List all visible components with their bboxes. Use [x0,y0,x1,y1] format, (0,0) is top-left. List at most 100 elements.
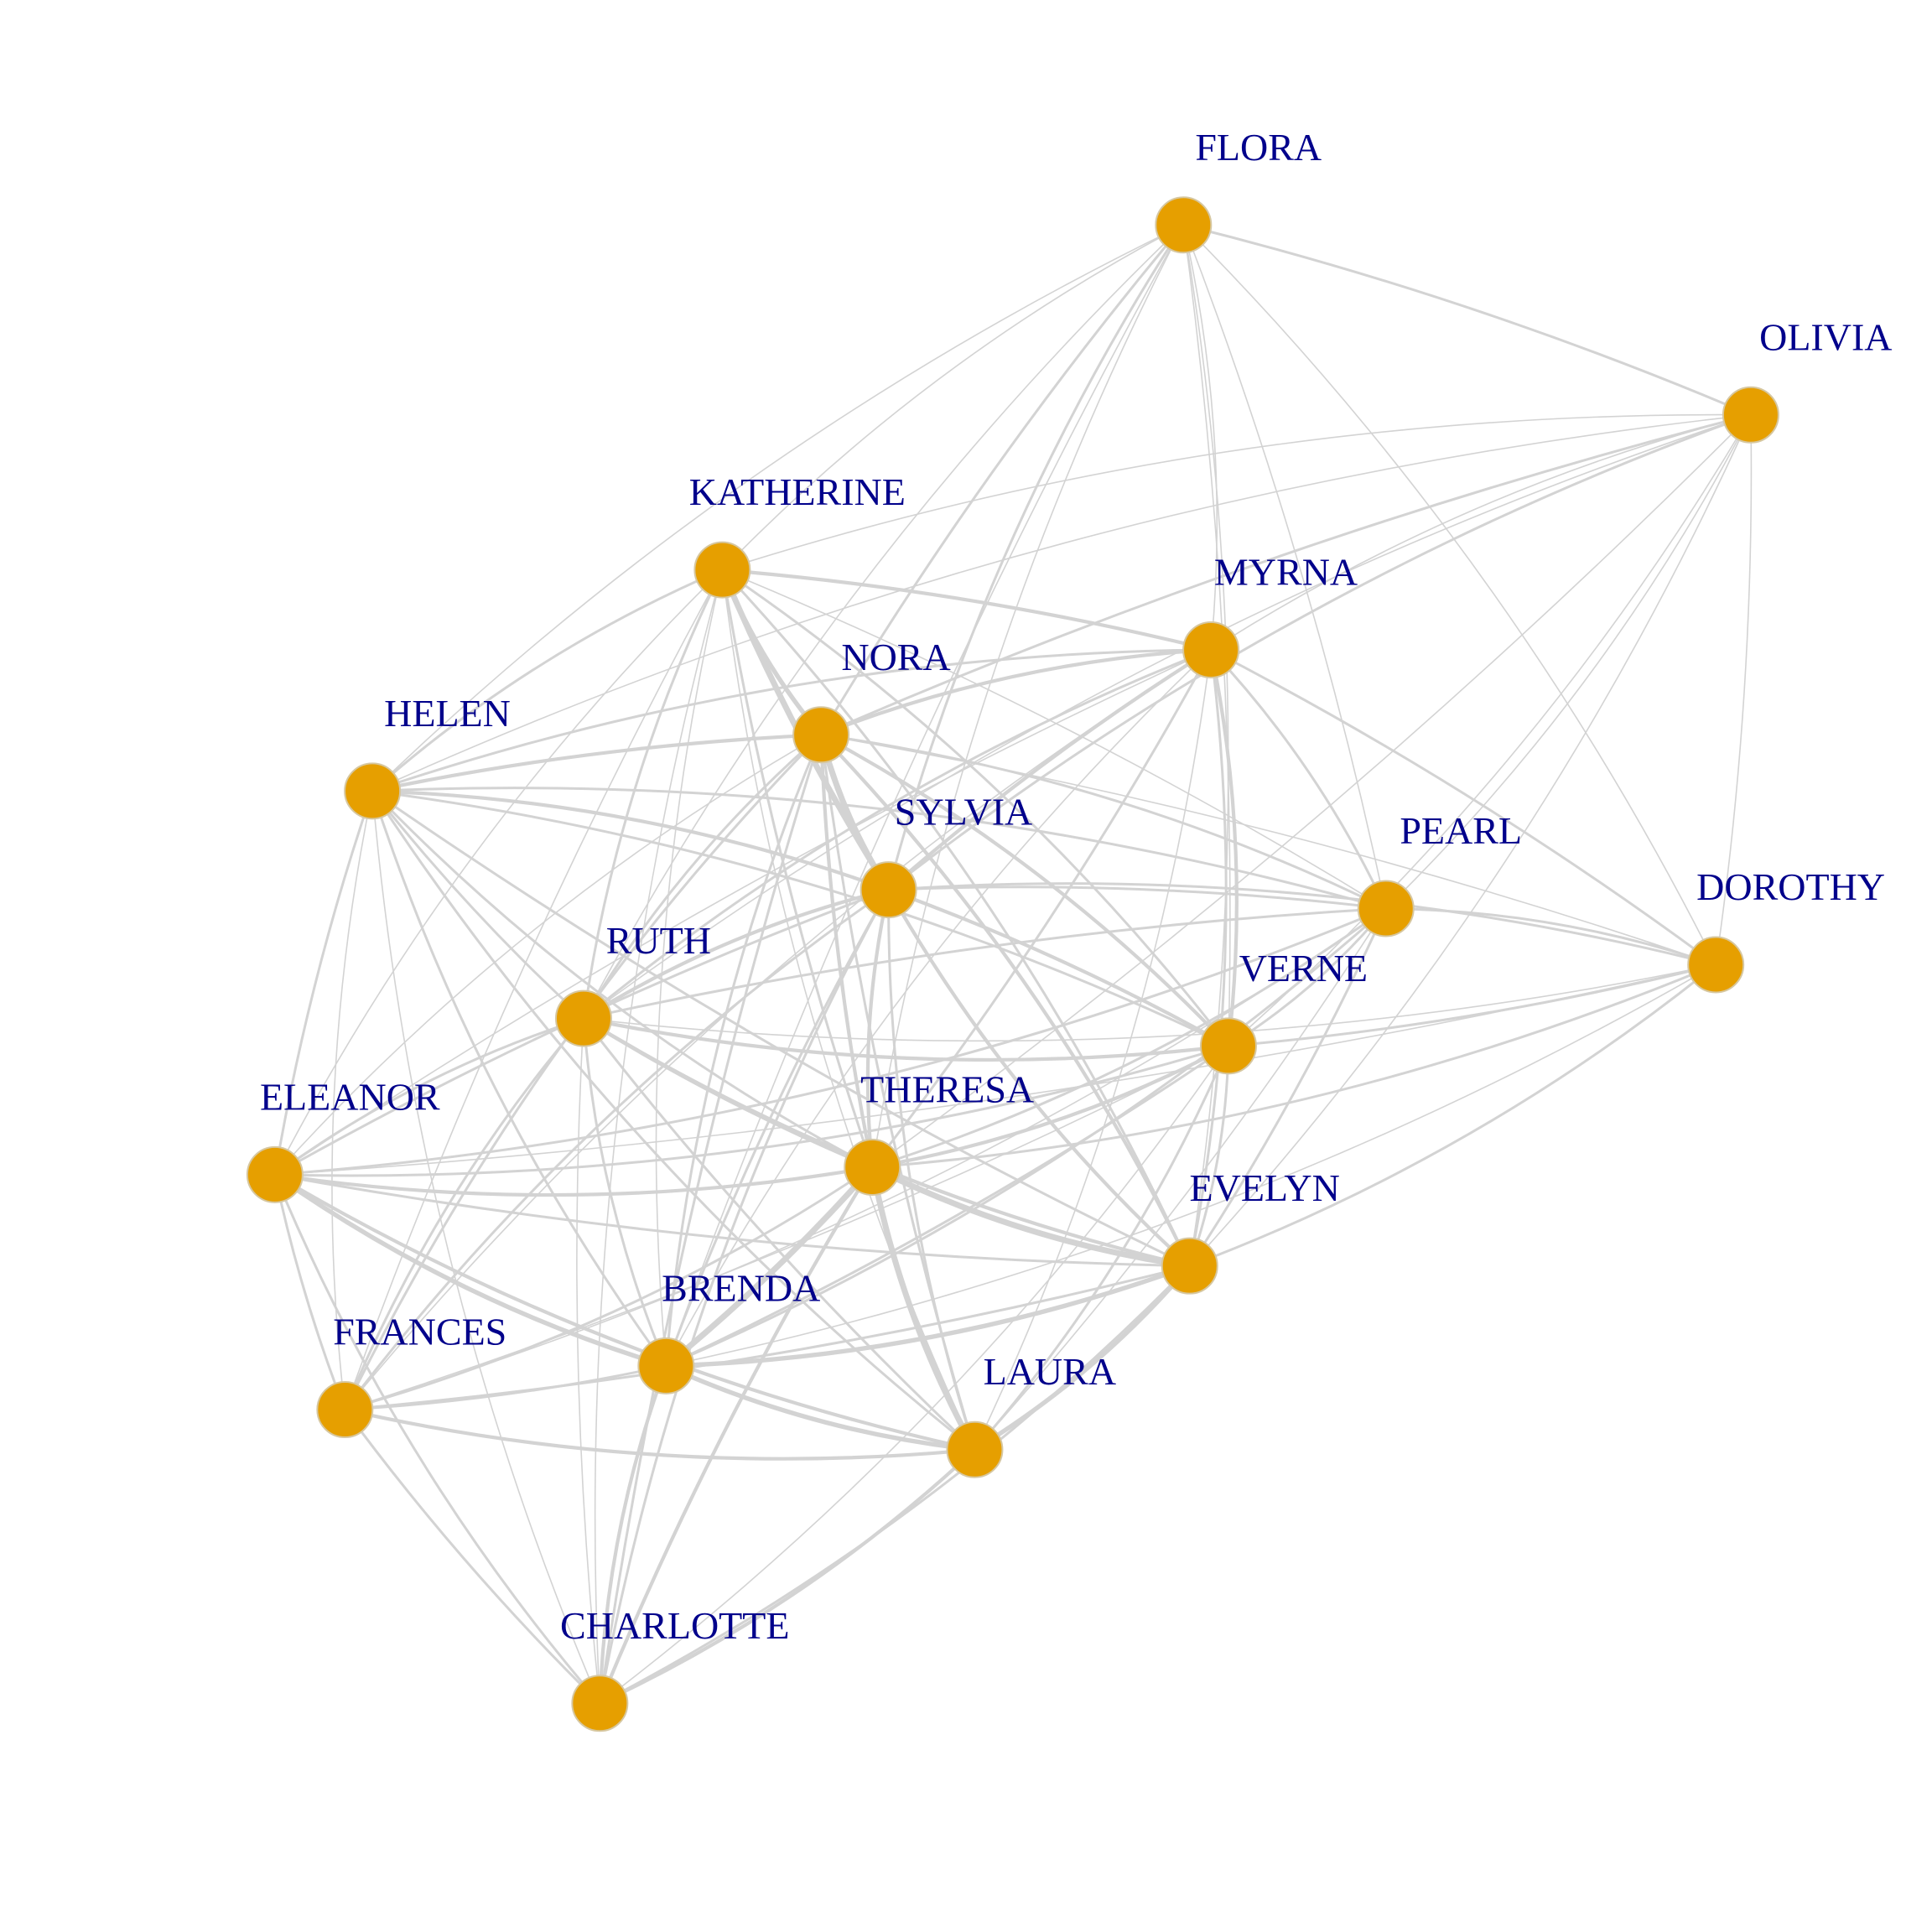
node-flora[interactable] [1155,196,1213,254]
edge-nora-evelyn [819,733,1192,1268]
node-laura[interactable] [946,1420,1004,1478]
edge-katherine-evelyn [720,569,1192,1268]
edge-layer [273,223,1753,1706]
edge-flora-olivia [1182,223,1753,417]
edge-sylvia-pearl [887,886,1388,910]
edge-katherine-theresa [720,569,874,1169]
edge-nora-pearl [819,733,1388,910]
edge-sylvia-charlotte [598,888,891,1705]
edge-myrna-nora [819,647,1213,737]
edge-evelyn-charlotte [598,1265,1192,1705]
edge-frances-laura [343,1407,977,1461]
edge-nora-eleanor [274,734,822,1176]
node-theresa[interactable] [844,1138,901,1196]
node-sylvia[interactable] [860,861,917,919]
edge-eleanor-laura [273,1172,977,1452]
edge-eleanor-evelyn [273,1173,1192,1268]
edge-katherine-frances [344,569,724,1410]
edge-helen-evelyn [371,789,1192,1268]
edge-pearl-ruth [582,906,1388,1021]
edge-myrna-ruth [582,648,1213,1021]
edge-dorothy-verne [1227,963,1717,1047]
edge-myrna-eleanor [274,649,1212,1176]
node-label-helen: HELEN [384,692,511,735]
edge-flora-nora [819,223,1185,736]
edge-myrna-theresa [870,648,1213,1169]
edge-katherine-ruth [582,569,724,1021]
edge-katherine-pearl [721,569,1387,910]
node-helen[interactable] [344,762,402,820]
node-eleanor[interactable] [246,1145,304,1203]
edge-flora-theresa [871,224,1185,1168]
edge-pearl-evelyn [1188,906,1388,1268]
node-label-flora: FLORA [1195,126,1322,169]
edge-helen-laura [371,789,976,1452]
edge-olivia-verne [1228,413,1752,1047]
edge-dorothy-evelyn [1188,963,1717,1268]
edge-eleanor-brenda [273,1172,669,1368]
edge-olivia-helen [371,413,1752,792]
edge-sylvia-laura [887,888,976,1452]
edge-laura-charlotte [598,1447,977,1706]
edge-helen-verne [371,789,1230,1047]
node-label-charlotte: CHARLOTTE [560,1604,789,1647]
edge-katherine-myrna [720,568,1213,652]
node-evelyn[interactable] [1161,1237,1218,1295]
edge-sylvia-ruth [581,887,891,1021]
edge-nora-ruth [582,733,823,1021]
node-brenda[interactable] [637,1337,695,1394]
edge-flora-ruth [583,224,1185,1020]
edge-flora-pearl [1182,224,1387,910]
node-verne[interactable] [1199,1017,1257,1075]
edge-pearl-dorothy [1384,906,1717,967]
edge-olivia-nora [819,413,1753,736]
node-label-theresa: THERESA [860,1067,1034,1110]
node-olivia[interactable] [1722,386,1779,444]
node-label-myrna: MYRNA [1214,550,1358,593]
edge-olivia-pearl [1384,413,1752,910]
edge-olivia-sylvia [887,413,1753,891]
edge-helen-frances [331,790,373,1410]
edge-olivia-theresa [871,413,1752,1168]
node-label-ruth: RUTH [606,919,711,962]
edge-helen-sylvia [371,789,891,892]
edge-eleanor-charlotte [273,1173,601,1705]
edge-myrna-laura [974,649,1212,1451]
edge-katherine-eleanor [274,569,724,1176]
edge-ruth-verne [581,1016,1231,1062]
edge-olivia-evelyn [1188,413,1752,1267]
edge-frances-charlotte [343,1408,601,1705]
edge-evelyn-laura [972,1263,1192,1452]
edge-verne-brenda [664,1044,1230,1368]
node-pearl[interactable] [1357,880,1415,937]
node-dorothy[interactable] [1687,936,1745,994]
edge-brenda-frances [343,1364,667,1411]
edge-brenda-laura [663,1363,978,1452]
edge-dorothy-eleanor [274,963,1716,1176]
node-nora[interactable] [792,706,850,764]
edge-theresa-evelyn [869,1164,1193,1270]
node-myrna[interactable] [1182,621,1240,678]
edge-katherine-helen [371,569,724,792]
edge-brenda-charlotte [598,1363,668,1706]
node-label-olivia: OLIVIA [1759,315,1892,358]
edge-myrna-dorothy [1209,648,1717,967]
node-label-brenda: BRENDA [662,1266,820,1309]
node-charlotte[interactable] [571,1675,629,1732]
node-label-sylvia: SYLVIA [895,791,1032,834]
edge-pearl-laura [974,907,1387,1451]
edge-evelyn-brenda [663,1263,1192,1368]
edge-dorothy-theresa [870,963,1717,1169]
edge-myrna-pearl [1209,648,1388,910]
node-label-nora: NORA [841,636,950,678]
edge-verne-eleanor [273,1044,1230,1177]
edge-sylvia-brenda [664,888,891,1368]
node-label-katherine: KATHERINE [689,470,906,513]
node-layer [246,196,1779,1732]
node-label-verne: VERNE [1239,947,1368,989]
edge-flora-dorothy [1182,224,1716,966]
edge-nora-theresa [819,733,875,1170]
node-katherine[interactable] [693,541,751,599]
node-frances[interactable] [316,1381,374,1439]
node-ruth[interactable] [554,989,612,1047]
